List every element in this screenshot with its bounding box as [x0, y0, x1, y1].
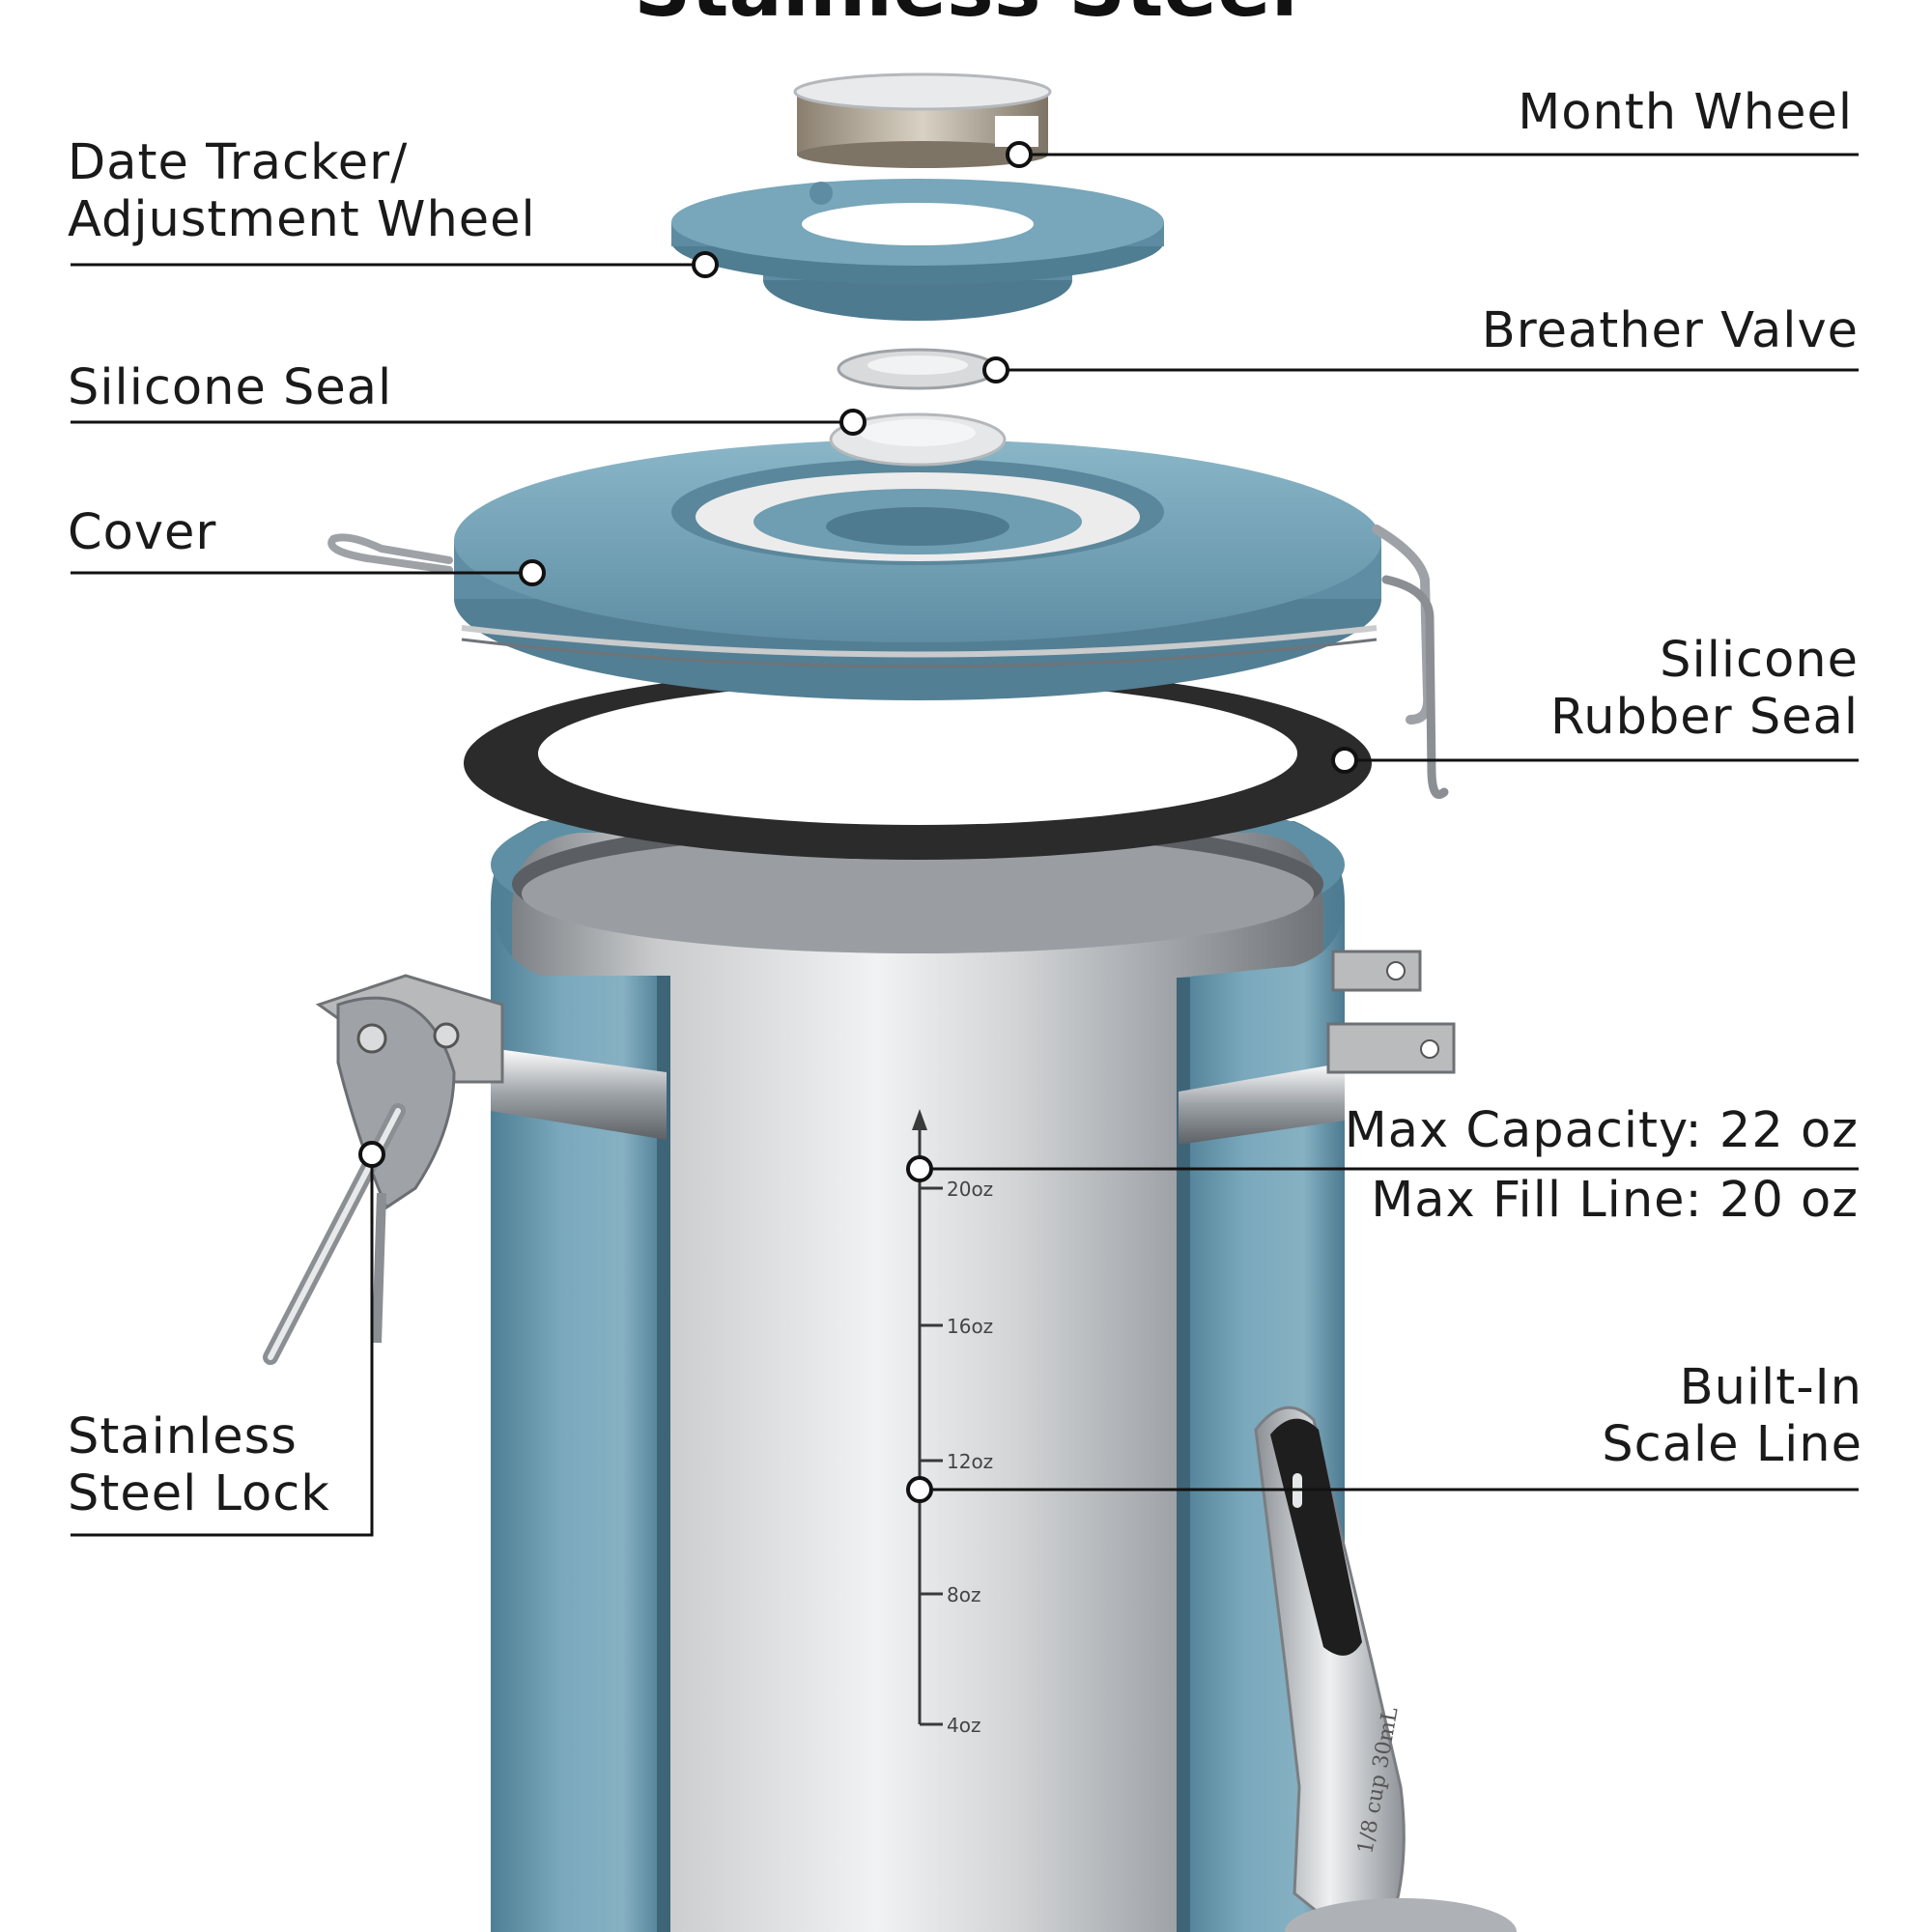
marker-date-tracker [692, 251, 719, 278]
label-stainless-lock: Stainless Steel Lock [68, 1408, 330, 1522]
label-silicone-rubber-seal-line-1: Silicone [1660, 632, 1859, 689]
scale-mark-4: 4oz [947, 1714, 980, 1737]
label-month-wheel: Month Wheel [1518, 84, 1853, 141]
marker-max-capacity [906, 1155, 933, 1182]
label-built-in-scale-line-1: Built-In [1679, 1359, 1862, 1416]
scale-line: 20oz 16oz 12oz 8oz 4oz [912, 1109, 993, 1737]
marker-silicone-seal [839, 409, 867, 436]
label-month-wheel-text: Month Wheel [1518, 84, 1853, 141]
label-max-fill-line: Max Fill Line: 20 oz [1371, 1172, 1859, 1229]
label-stainless-lock-line-1: Stainless [68, 1408, 298, 1465]
label-max-capacity-text: Max Capacity: 22 oz [1344, 1102, 1859, 1159]
canister-body [491, 776, 1345, 1932]
label-silicone-rubber-seal: Silicone Rubber Seal [1550, 632, 1859, 746]
label-stainless-lock-line-2: Steel Lock [68, 1465, 330, 1522]
marker-cover [519, 559, 546, 586]
label-date-tracker-line-2: Adjustment Wheel [68, 191, 536, 248]
marker-lock [358, 1141, 385, 1168]
label-built-in-scale: Built-In Scale Line [1602, 1359, 1862, 1473]
silicone-seal [829, 412, 1007, 467]
silicone-rubber-seal [464, 667, 1372, 860]
marker-rubber-seal [1331, 747, 1358, 774]
label-built-in-scale-line-2: Scale Line [1602, 1416, 1862, 1473]
label-max-capacity: Max Capacity: 22 oz [1345, 1102, 1859, 1159]
right-hinge [1326, 950, 1456, 1074]
date-tracker-wheel [671, 179, 1164, 321]
leader-lines [71, 153, 1859, 1537]
stainless-steel-lock [263, 974, 504, 1365]
label-silicone-seal-text: Silicone Seal [68, 359, 393, 416]
label-cover: Cover [68, 504, 216, 561]
label-silicone-seal: Silicone Seal [68, 359, 392, 416]
label-breather-valve-text: Breather Valve [1481, 302, 1859, 359]
label-silicone-rubber-seal-line-2: Rubber Seal [1550, 689, 1859, 746]
marker-scale [906, 1476, 933, 1503]
marker-breather-valve [982, 356, 1009, 384]
label-cover-text: Cover [68, 504, 217, 561]
scale-mark-12: 12oz [947, 1450, 993, 1473]
breather-valve [837, 348, 999, 390]
cover-lid [327, 440, 1449, 799]
label-breather-valve: Breather Valve [1482, 302, 1859, 359]
scale-mark-8: 8oz [947, 1583, 980, 1606]
label-date-tracker: Date Tracker/ Adjustment Wheel [68, 134, 536, 248]
scale-mark-16: 16oz [947, 1315, 993, 1338]
leader-markers [358, 141, 1358, 1503]
month-wheel [793, 72, 1052, 168]
marker-month-wheel [1006, 141, 1033, 168]
label-max-fill-line-text: Max Fill Line: 20 oz [1371, 1172, 1859, 1229]
scale-mark-20: 20oz [947, 1178, 993, 1201]
page-heading: Stainless Steel [0, 0, 1932, 29]
measuring-scoop: 1/8 cup 30mL [1254, 1406, 1517, 1932]
label-date-tracker-line-1: Date Tracker/ [68, 134, 409, 191]
